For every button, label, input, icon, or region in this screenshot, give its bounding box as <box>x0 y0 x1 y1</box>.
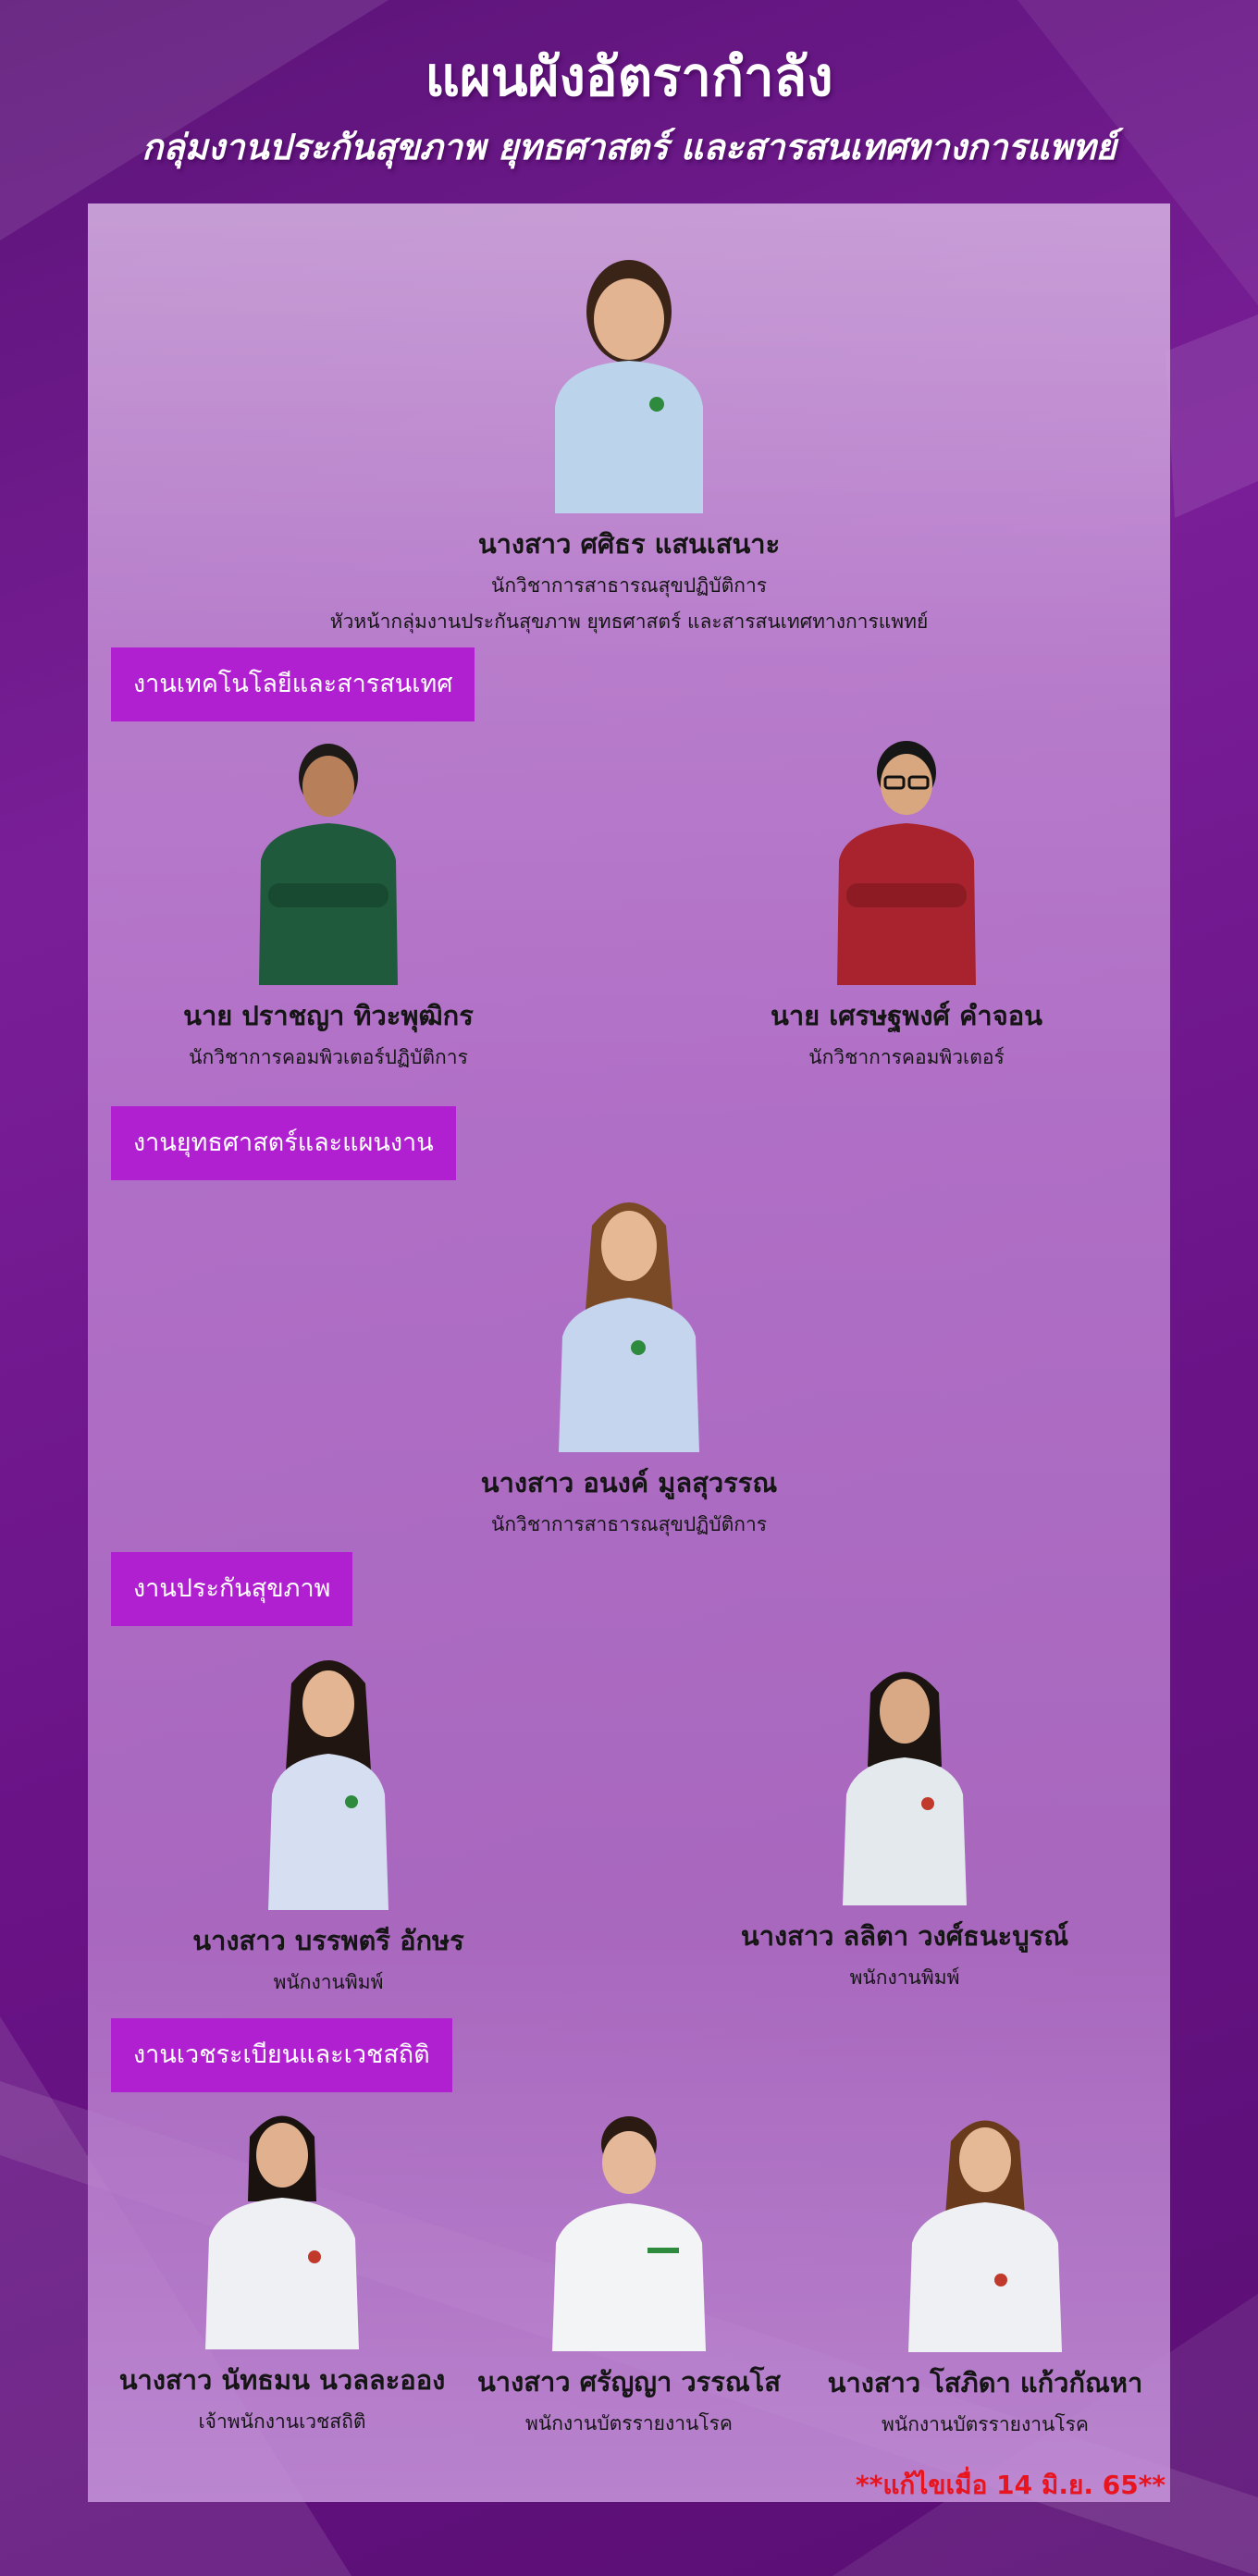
person-name: นางสาว ศศิธร แสนเสนาะ <box>477 528 781 560</box>
member-card: นางสาว บรรพตรี อักษร พนักงานพิมพ์ <box>143 1646 513 1998</box>
section-header-it: งานเทคโนโลยีและสารสนเทศ <box>111 647 475 721</box>
person-role-secondary: หัวหน้ากลุ่มงานประกันสุขภาพ ยุทธศาสตร์ แ… <box>329 610 929 633</box>
person-photo <box>106 2100 458 2349</box>
person-name: นาย เศรษฐพงศ์ คำจอน <box>771 1000 1042 1031</box>
person-role: นักวิชาการคอมพิวเตอร์ <box>808 1046 1005 1068</box>
person-role: พนักงานพิมพ์ <box>273 1971 384 1993</box>
member-card: นางสาว ศรัญญา วรรณโส พนักงานบัตรรายงานโร… <box>458 2109 800 2439</box>
head-person-card: นางสาว ศศิธร แสนเสนาะ นักวิชาการสาธารณสุ… <box>213 245 1045 637</box>
person-photo <box>720 1656 1090 1905</box>
member-card: นางสาว อนงค์ มูลสุวรรณ นักวิชาการสาธารณส… <box>398 1189 860 1540</box>
section-header-records: งานเวชระเบียนและเวชสถิติ <box>111 2018 452 2092</box>
member-card: นางสาว โสภิดา แก้วกัณหา พนักงานบัตรรายงา… <box>814 2104 1156 2440</box>
person-photo <box>722 731 1092 985</box>
person-photo <box>143 735 513 985</box>
person-role: พนักงานพิมพ์ <box>849 1966 960 1989</box>
person-photo <box>143 1646 513 1910</box>
person-name: นางสาว ศรัญญา วรรณโส <box>476 2366 782 2397</box>
person-photo <box>814 2104 1156 2352</box>
person-photo <box>398 1189 860 1452</box>
person-role: พนักงานบัตรรายงานโรค <box>525 2412 733 2434</box>
person-photo <box>213 245 1045 513</box>
person-name: นางสาว นัทธมน นวลละออง <box>118 2364 446 2396</box>
person-name: นางสาว อนงค์ มูลสุวรรณ <box>480 1467 778 1498</box>
person-role: นักวิชาการสาธารณสุขปฏิบัติการ <box>490 574 768 597</box>
revision-note: **แก้ไขเมื่อ 14 มิ.ย. 65** <box>856 2470 1166 2500</box>
person-role: นักวิชาการคอมพิวเตอร์ปฏิบัติการ <box>189 1046 468 1068</box>
page-subtitle: กลุ่มงานประกันสุขภาพ ยุทธศาสตร์ และสารสน… <box>142 127 1116 167</box>
person-name: นางสาว ลลิตา วงศ์ธนะบูรณ์ <box>740 1920 1069 1952</box>
member-card: นาย เศรษฐพงศ์ คำจอน นักวิชาการคอมพิวเตอร… <box>722 731 1092 1073</box>
section-header-insurance: งานประกันสุขภาพ <box>111 1552 353 1626</box>
member-card: นางสาว นัทธมน นวลละออง เจ้าพนักงานเวชสถิ… <box>106 2100 458 2437</box>
page-title: แผนผังอัตรากำลัง <box>425 45 833 108</box>
person-name: นาย ปราชญา ทิวะพุฒิกร <box>183 1000 474 1031</box>
member-card: นางสาว ลลิตา วงศ์ธนะบูรณ์ พนักงานพิมพ์ <box>720 1656 1090 1993</box>
person-role: เจ้าพนักงานเวชสถิติ <box>198 2410 366 2433</box>
person-name: นางสาว โสภิดา แก้วกัณหา <box>827 2367 1143 2398</box>
member-card: นาย ปราชญา ทิวะพุฒิกร นักวิชาการคอมพิวเต… <box>143 735 513 1073</box>
person-name: นางสาว บรรพตรี อักษร <box>192 1925 464 1956</box>
person-role: พนักงานบัตรรายงานโรค <box>882 2413 1089 2435</box>
person-photo <box>458 2109 800 2351</box>
person-role: นักวิชาการสาธารณสุขปฏิบัติการ <box>490 1513 768 1535</box>
section-header-strategy: งานยุทธศาสตร์และแผนงาน <box>111 1106 456 1180</box>
